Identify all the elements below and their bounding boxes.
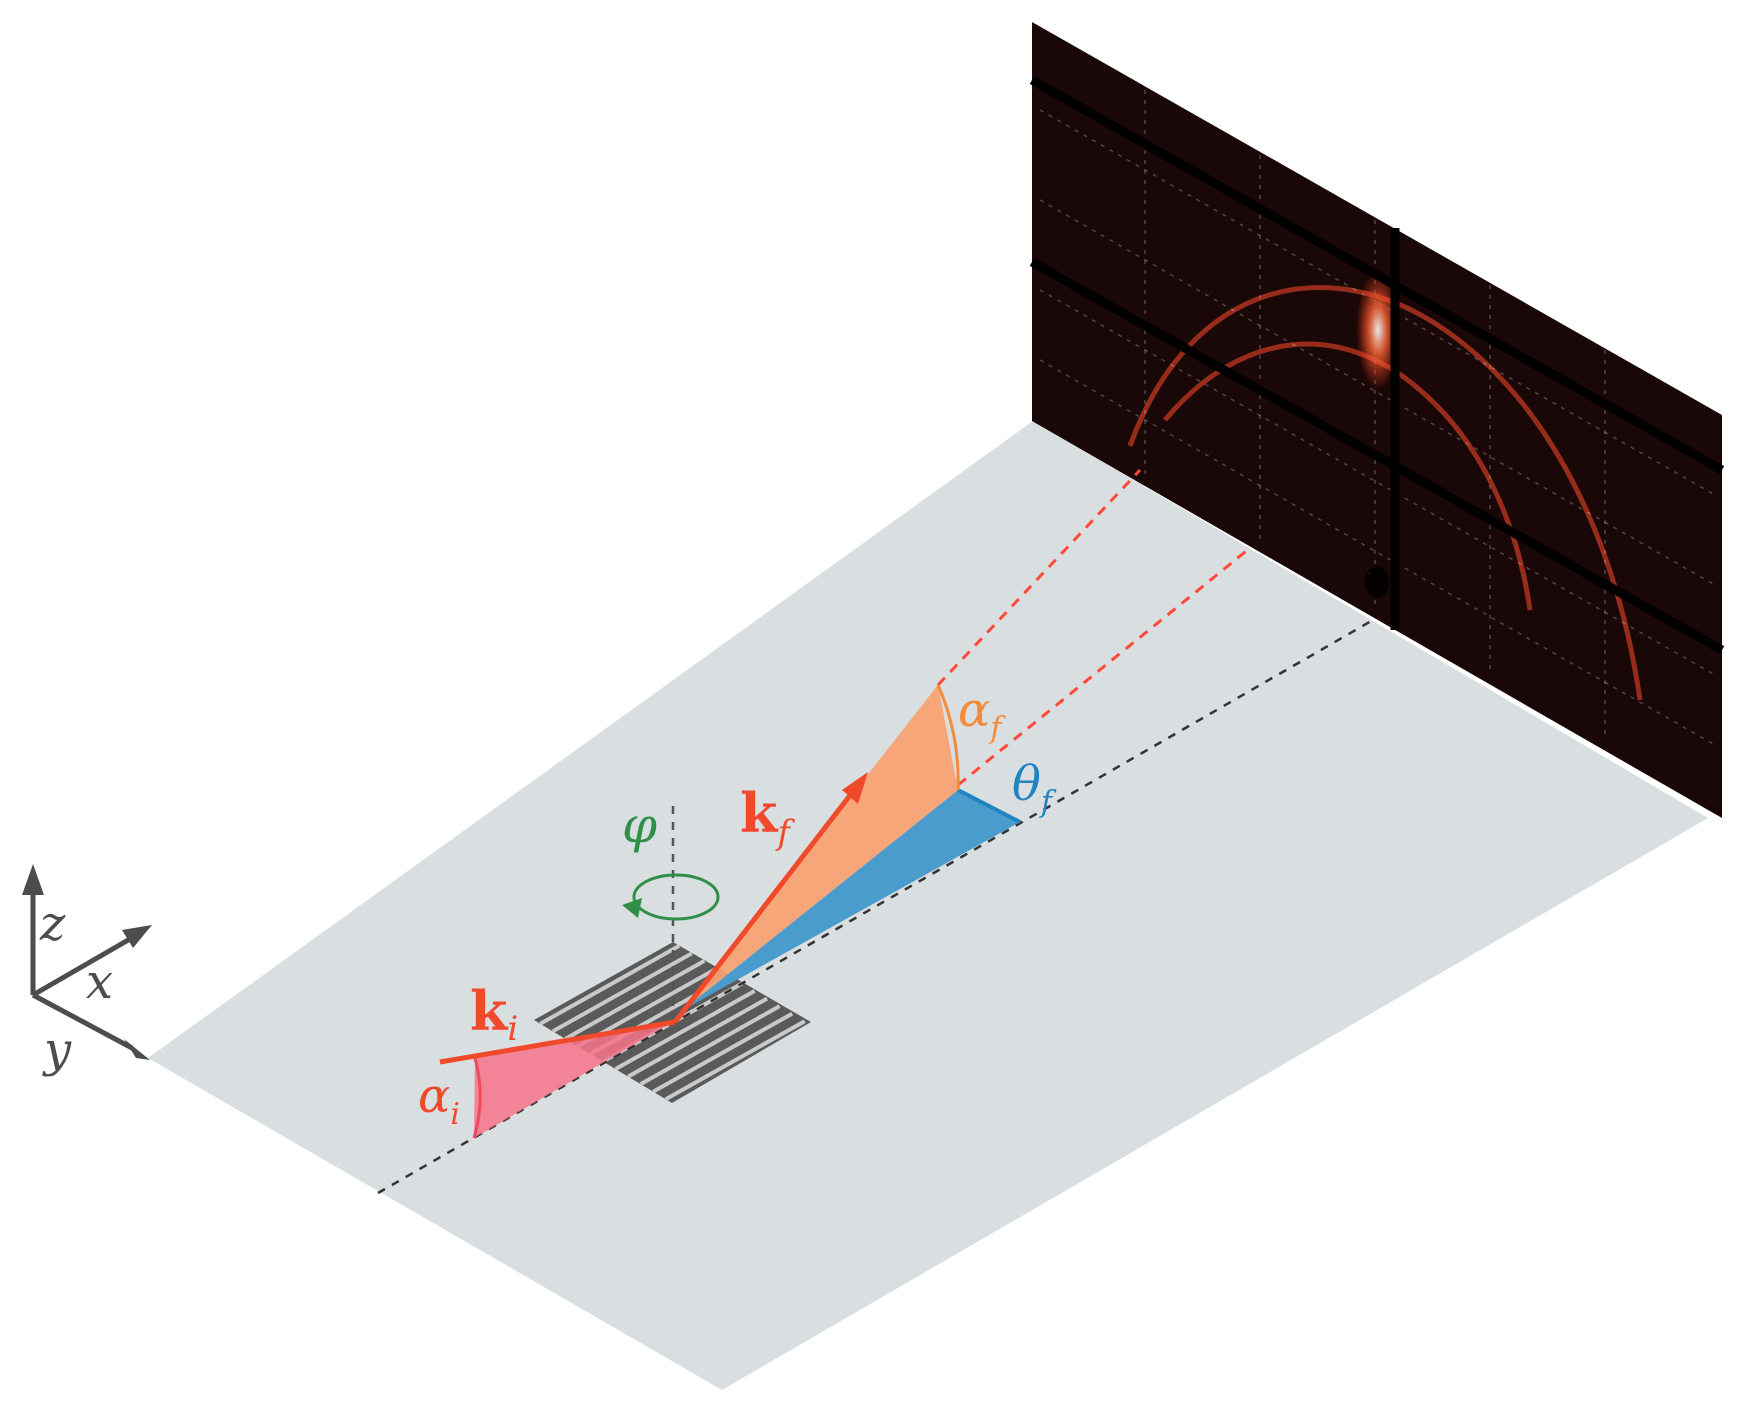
y-axis-arrowhead (124, 1039, 150, 1060)
specular-glow (1356, 270, 1400, 390)
alpha-f-wedge (683, 685, 958, 1010)
incident-beam (439, 1019, 676, 1065)
beamstop (1365, 566, 1389, 598)
grating-stripe (539, 944, 681, 1026)
coordinate-axes (22, 864, 152, 1060)
grating-stripe (627, 996, 769, 1079)
x-axis-arrowhead (122, 925, 152, 948)
phi-label: φ (622, 796, 657, 854)
scattered-beam-arrowhead (842, 772, 868, 804)
grating-stripe (652, 1011, 794, 1094)
alpha-i-arc (472, 1057, 482, 1139)
detector-panel (1029, 22, 1725, 818)
grating-stripe (614, 989, 756, 1071)
detector-module-gaps (1029, 76, 1725, 654)
scattered-beam-dashed-upper (936, 468, 1142, 687)
scattered-beam (673, 783, 860, 1024)
sample-plane (148, 421, 1708, 1390)
grating-stripe (664, 1019, 806, 1101)
x-axis-label: x (86, 954, 113, 1010)
y-axis-label: y (42, 1022, 72, 1078)
diffraction-streaks (1047, 62, 1696, 783)
theta-f-arc (957, 788, 1021, 824)
z-axis-arrowhead (22, 864, 44, 895)
grating-stripe (639, 1004, 781, 1086)
z-axis-label: z (39, 896, 66, 952)
grating-stripe (551, 951, 693, 1034)
grating-stripes (539, 944, 806, 1101)
alpha-i-wedge (474, 1023, 671, 1138)
alpha-f-arc (936, 684, 960, 791)
y-axis-line (31, 992, 134, 1051)
alpha-i-label: αi (418, 1068, 460, 1132)
reference-lines (377, 468, 1374, 1195)
grating-stripe (564, 959, 706, 1041)
x-axis-line (31, 936, 132, 998)
phi-rotation-arrow (622, 873, 720, 921)
scattered-beam-dashed-lower (957, 546, 1251, 787)
k-i-label: ki (470, 979, 518, 1049)
detector-grid (1039, 80, 1716, 746)
theta-f-wedge (683, 790, 1020, 1010)
alpha-f-label: αf (958, 682, 1006, 746)
